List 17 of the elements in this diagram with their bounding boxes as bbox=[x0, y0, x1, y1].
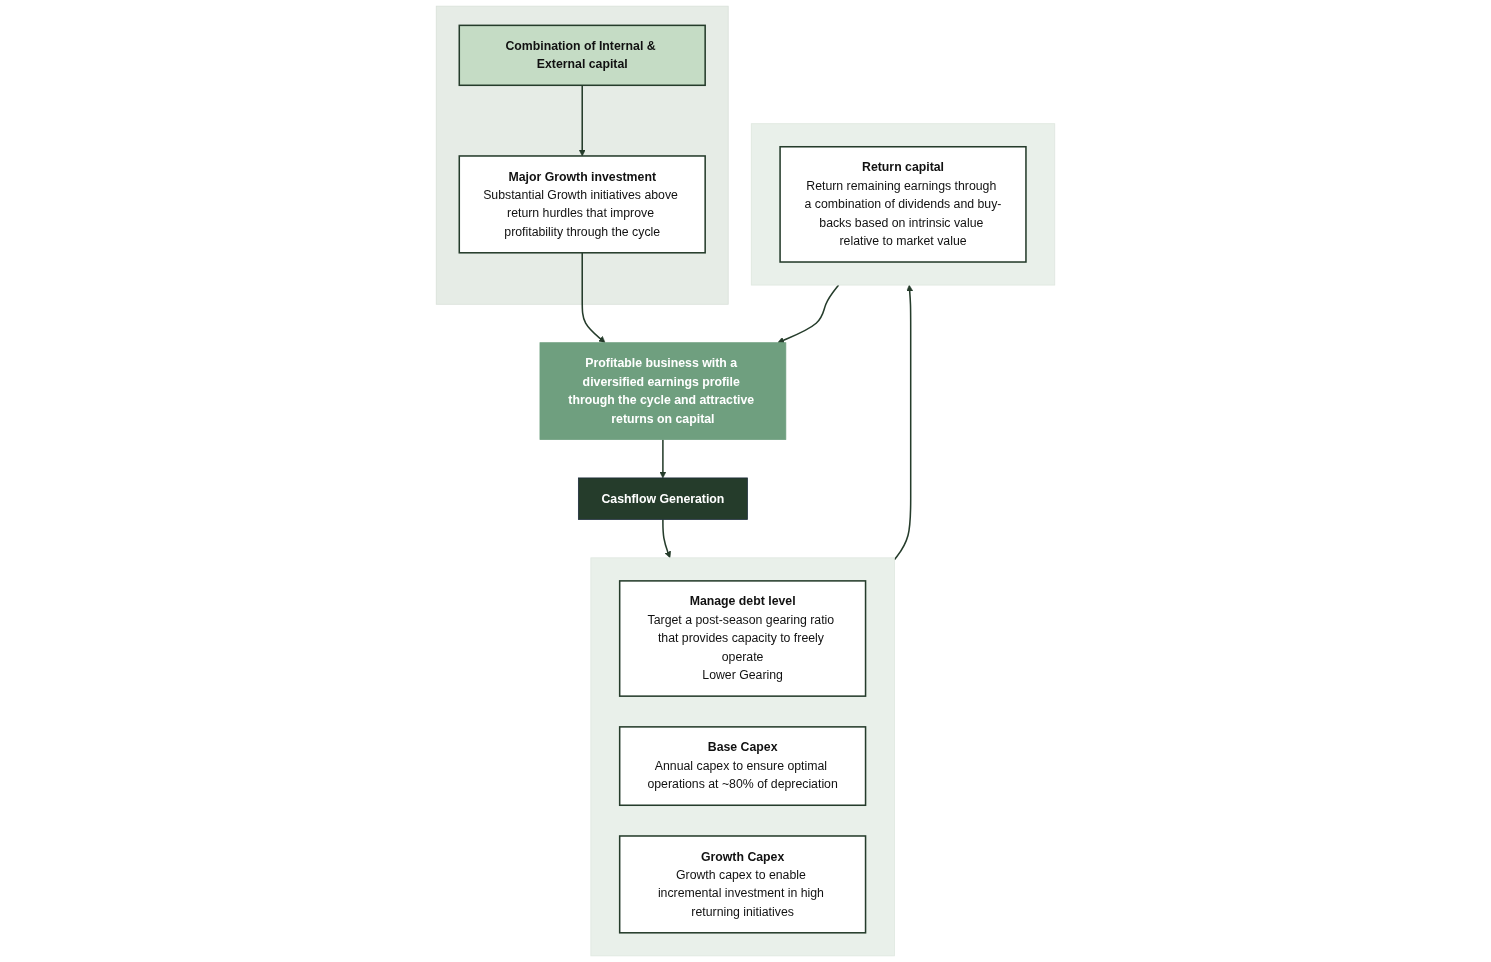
arrow bbox=[578, 84, 586, 157]
cluster bbox=[435, 5, 729, 305]
node-box: Base Capex Annual capex to ensure optimal operations at ~80% of depreciation bbox=[618, 726, 867, 806]
cluster bbox=[750, 123, 1056, 286]
arrow bbox=[777, 284, 840, 344]
node-box: Major Growth investment Substantial Growth initiatives above return hurdles that improve profitability through the cycle bbox=[458, 155, 706, 254]
node-box: Manage debt level Target a post-season gearing ratio that provides capacity to freely operate Lower Gearing bbox=[618, 580, 867, 697]
node-box: Profitable business with a diversified earnings profile through the cycle and attractive returns on capital bbox=[539, 342, 787, 440]
arrow bbox=[893, 284, 914, 561]
arrow bbox=[662, 518, 671, 559]
arrow bbox=[581, 252, 606, 343]
arrow bbox=[659, 438, 667, 479]
node-box: Return capital Return remaining earnings through a combination of dividends and buy-backs based on intrinsic value relative to market value bbox=[779, 146, 1027, 263]
cluster bbox=[590, 557, 895, 957]
node-box: Combination of Internal & External capital bbox=[458, 24, 706, 87]
node-box: Cashflow Generation bbox=[578, 477, 748, 520]
node-box: Growth Capex Growth capex to enable incremental investment in high returning initiatives bbox=[618, 835, 867, 934]
